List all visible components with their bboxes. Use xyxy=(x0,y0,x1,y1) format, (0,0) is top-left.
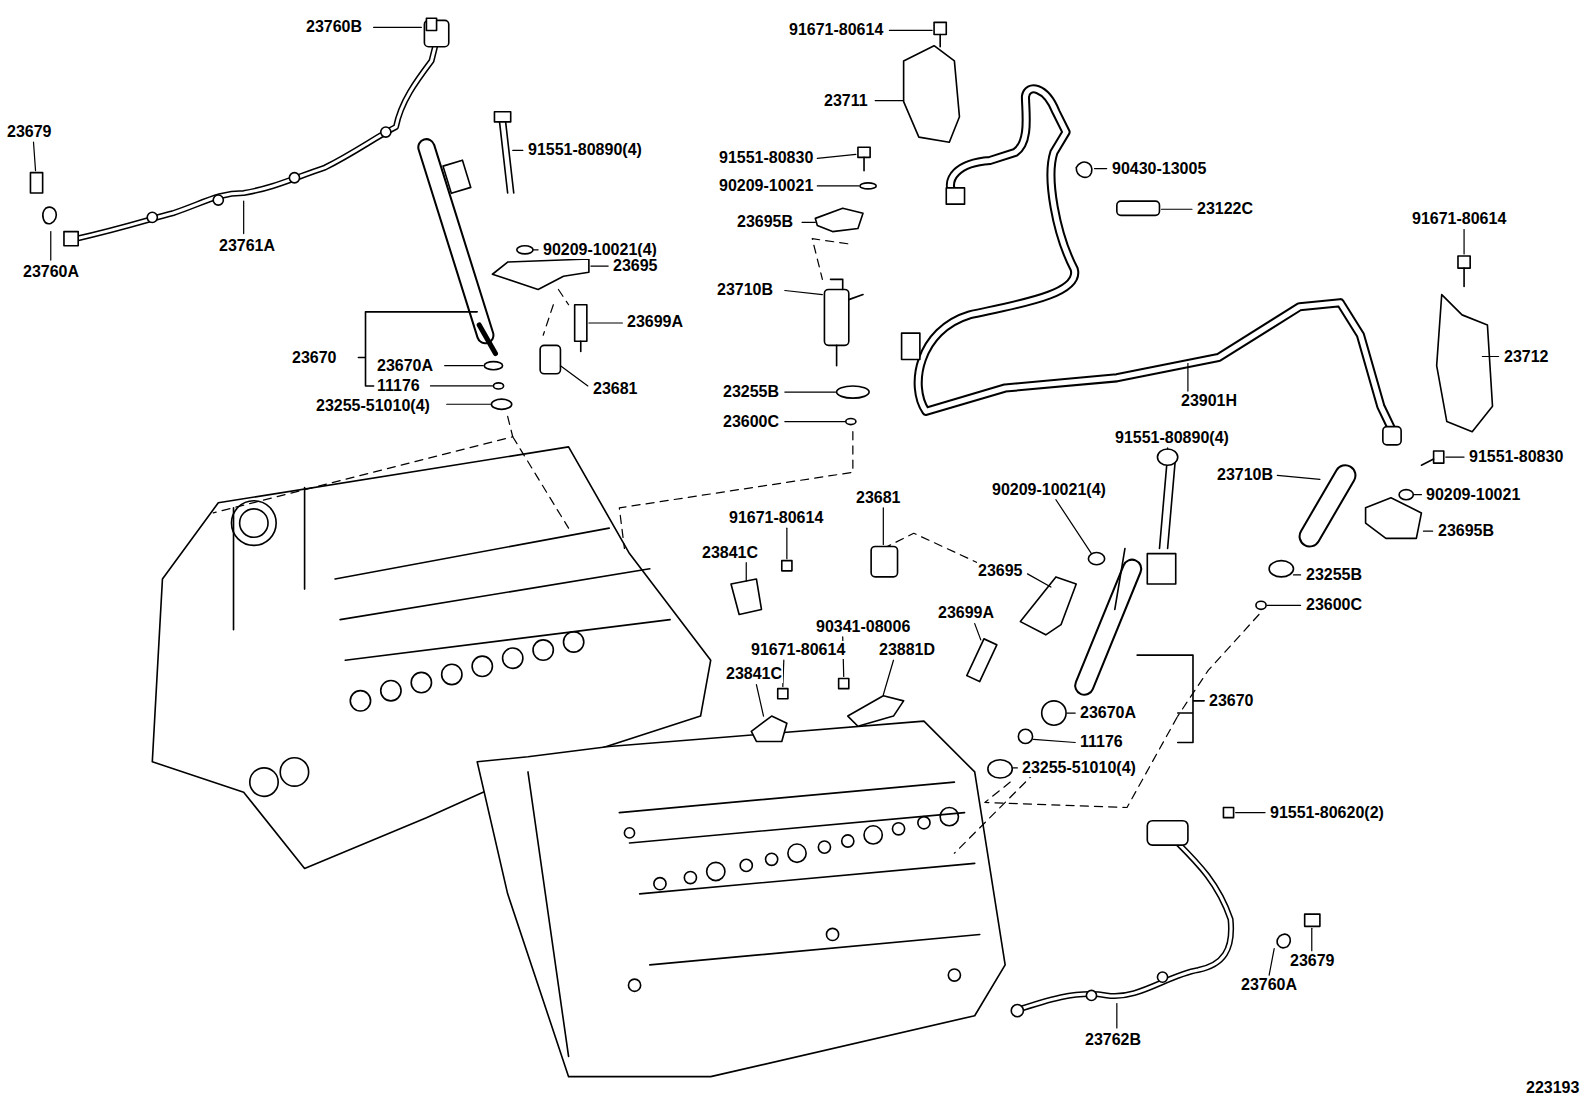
part-number: 23670A xyxy=(1079,704,1137,722)
part-number: 91551-80830 xyxy=(718,149,814,167)
part-number: 23681 xyxy=(592,380,639,398)
part-number: 91671-80614 xyxy=(750,641,846,659)
part-number: 23699A xyxy=(626,313,684,331)
part-number: 23255-51010(4) xyxy=(315,397,431,415)
part-number: 23679 xyxy=(1289,952,1336,970)
part-number: 23710B xyxy=(1216,466,1274,484)
part-number: 23761A xyxy=(218,237,276,255)
part-number: 23841C xyxy=(701,544,759,562)
part-number: 23841C xyxy=(725,665,783,683)
part-number: 23695 xyxy=(977,562,1024,580)
part-number: 91551-80830 xyxy=(1468,448,1564,466)
part-number: 23760A xyxy=(22,263,80,281)
part-number: 91551-80890(4) xyxy=(1114,429,1230,447)
part-number: 23760B xyxy=(305,18,363,36)
part-number: 11176 xyxy=(1079,733,1124,751)
part-number: 90209-10021 xyxy=(718,177,814,195)
part-number: 23712 xyxy=(1503,348,1550,366)
part-number: 23711 xyxy=(823,92,869,110)
part-number: 91551-80620(2) xyxy=(1269,804,1385,822)
part-number: 90341-08006 xyxy=(815,618,911,636)
part-number: 91671-80614 xyxy=(728,509,824,527)
part-number: 11176 xyxy=(376,377,421,395)
part-number: 23255B xyxy=(722,383,780,401)
part-number: 23600C xyxy=(1305,596,1363,614)
part-number: 91671-80614 xyxy=(788,21,884,39)
part-number: 23760A xyxy=(1240,976,1298,994)
part-number: 90430-13005 xyxy=(1111,160,1207,178)
part-number: 23681 xyxy=(855,489,902,507)
part-number: 23122C xyxy=(1196,200,1254,218)
part-number: 23710B xyxy=(716,281,774,299)
figure-number: 223193 xyxy=(1525,1079,1580,1097)
part-number: 23670 xyxy=(1208,692,1255,710)
part-number: 91671-80614 xyxy=(1411,210,1507,228)
part-number: 23600C xyxy=(722,413,780,431)
part-number: 23901H xyxy=(1180,392,1238,410)
part-number: 23670 xyxy=(291,349,338,367)
part-number: 23695B xyxy=(736,213,794,231)
part-number: 91551-80890(4) xyxy=(527,141,643,159)
part-number: 23255-51010(4) xyxy=(1021,759,1137,777)
part-number: 23695B xyxy=(1437,522,1495,540)
part-number: 23881D xyxy=(878,641,936,659)
part-number: 23679 xyxy=(6,123,53,141)
part-number: 23762B xyxy=(1084,1031,1142,1049)
part-number: 90209-10021 xyxy=(1425,486,1521,504)
part-number: 23255B xyxy=(1305,566,1363,584)
part-number: 23699A xyxy=(937,604,995,622)
part-number: 90209-10021(4) xyxy=(991,481,1107,499)
part-number: 23670A xyxy=(376,357,434,375)
part-number: 23695 xyxy=(612,257,659,275)
